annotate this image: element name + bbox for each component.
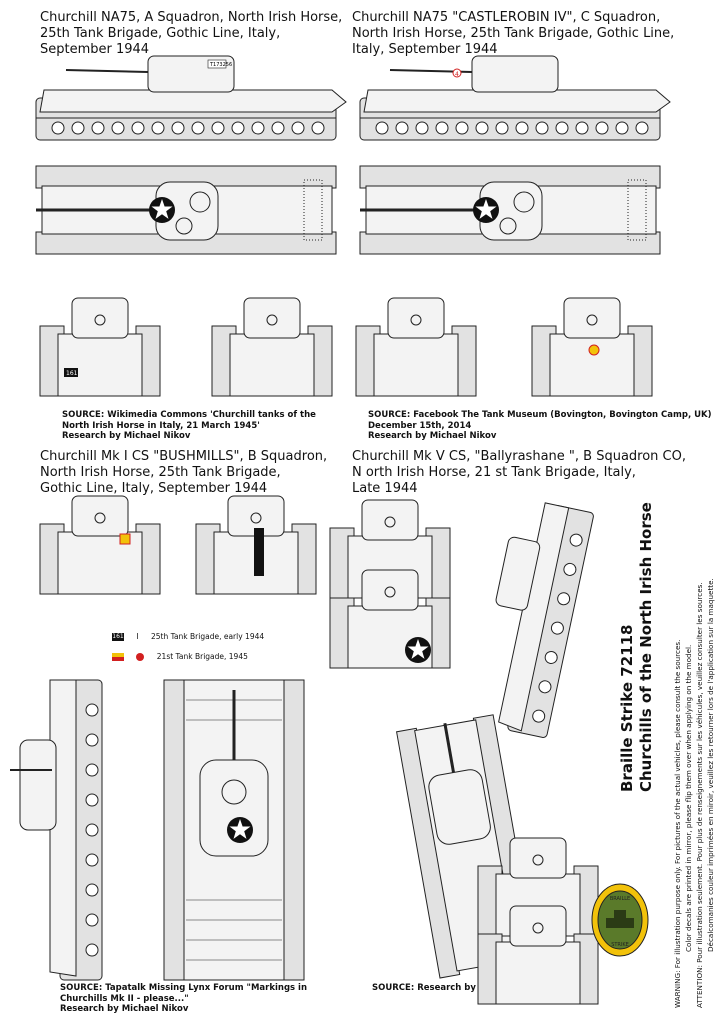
- na75-c-squadron-text: 4: [455, 71, 459, 78]
- source-wikimedia: SOURCE: Wikimedia Commons 'Churchill tan…: [62, 410, 316, 441]
- mk5cs-side-view-tilted: [495, 502, 594, 738]
- caption-na75-a-squadron: Churchill NA75, A Squadron, North Irish …: [40, 10, 343, 57]
- na75-a-hull-number-text: 161: [66, 370, 78, 377]
- source-tank-museum: SOURCE: Facebook The Tank Museum (Boving…: [368, 410, 712, 441]
- na75-a-front-view: [39, 297, 161, 397]
- legend-mark-21st: [112, 653, 124, 661]
- caption-mk5cs-ballyrashane: Churchill Mk V CS, "Ballyrashane ", B Sq…: [352, 449, 686, 496]
- legend-mark-161: 161: [112, 633, 124, 641]
- mk1cs-brigade-sign: [119, 533, 131, 545]
- caption-na75-castlerobin: Churchill NA75 "CASTLEROBIN IV", C Squad…: [352, 10, 675, 57]
- mk1cs-rear-stripe: [254, 528, 264, 576]
- na75-a-serial-plate: [207, 59, 227, 69]
- na75-c-side-view: [359, 55, 671, 141]
- na75-c-top-view: [360, 166, 660, 254]
- mk1cs-top-view-vertical: [163, 679, 305, 981]
- legend-text-21st: 21st Tank Brigade, 1945: [156, 652, 248, 661]
- mk5cs-star-icon: [405, 637, 431, 663]
- source-tapatalk: SOURCE: Tapatalk Missing Lynx Forum "Mar…: [60, 983, 308, 1014]
- legend-text-25th: 25th Tank Brigade, early 1944: [151, 632, 265, 641]
- na75-a-serial-text: T173256: [209, 62, 232, 68]
- na75-a-hull-number-plate: [64, 368, 78, 377]
- braille-strike-logo: BRAILLE STRIKE: [591, 883, 649, 957]
- legend-row-21st-brigade: 21st Tank Brigade, 1945: [112, 652, 248, 661]
- na75-c-front-view: [355, 297, 477, 397]
- na75-c-squadron-circle: [452, 68, 462, 78]
- legend-row-25th-brigade: 161 I 25th Tank Brigade, early 1944: [112, 632, 265, 641]
- logo-text-bottom: STRIKE: [611, 942, 629, 948]
- na75-a-side-view: [35, 55, 347, 141]
- na75-c-brigade-sign: [588, 344, 600, 356]
- logo-text-top: BRAILLE: [610, 896, 630, 902]
- mk1cs-side-view-vertical: [19, 679, 103, 981]
- caption-mk1cs-bushmills: Churchill Mk I CS "BUSHMILLS", B Squadro…: [40, 449, 328, 496]
- na75-a-rear-view: [211, 297, 333, 397]
- legend-dot-icon: [136, 653, 145, 661]
- mk1cs-front-view: [39, 495, 161, 595]
- na75-a-top-view: [36, 166, 336, 254]
